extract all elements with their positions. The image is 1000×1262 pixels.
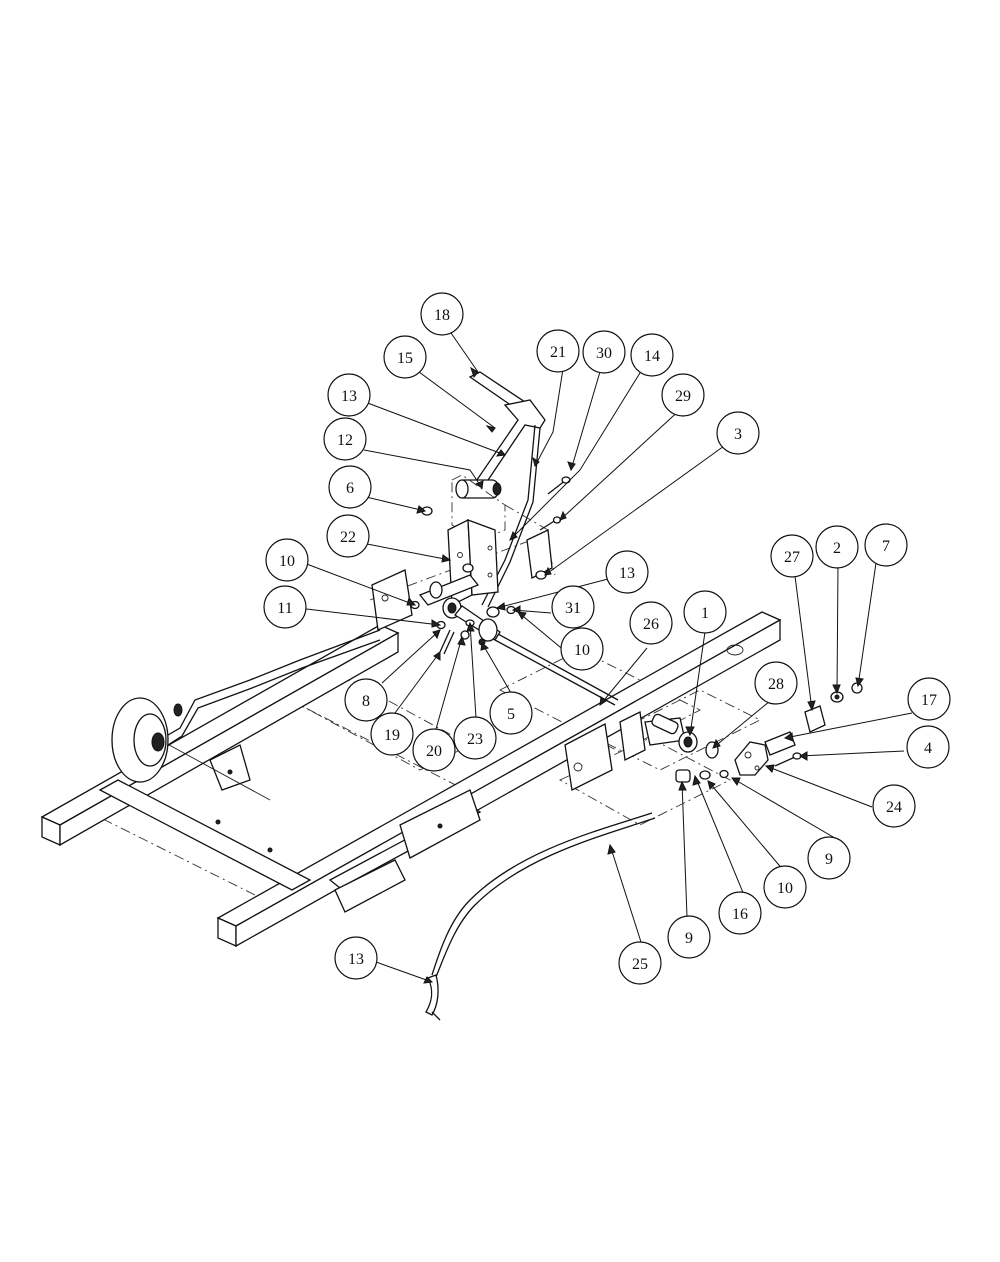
callout-25[interactable]: 25 bbox=[618, 941, 662, 985]
svg-text:28: 28 bbox=[768, 676, 784, 693]
svg-text:10: 10 bbox=[777, 880, 793, 897]
svg-text:5: 5 bbox=[507, 706, 515, 723]
callout-10-left[interactable]: 10 bbox=[265, 538, 309, 582]
svg-text:17: 17 bbox=[921, 692, 937, 709]
callout-18[interactable]: 18 bbox=[420, 292, 464, 336]
callout-13-mid[interactable]: 13 bbox=[605, 550, 649, 594]
callout-19[interactable]: 19 bbox=[370, 712, 414, 756]
callout-21[interactable]: 21 bbox=[536, 329, 580, 373]
callout-28[interactable]: 28 bbox=[754, 661, 798, 705]
svg-text:20: 20 bbox=[426, 743, 442, 760]
callout-16[interactable]: 16 bbox=[718, 891, 762, 935]
svg-text:9: 9 bbox=[825, 851, 833, 868]
svg-text:30: 30 bbox=[596, 345, 612, 362]
callout-13-top[interactable]: 13 bbox=[327, 373, 371, 417]
callout-balloons: 18 15 21 30 14 13 29 12 3 6 22 13 10 31 … bbox=[263, 292, 951, 985]
callout-17[interactable]: 17 bbox=[907, 677, 951, 721]
callout-2[interactable]: 2 bbox=[815, 525, 859, 569]
callout-15[interactable]: 15 bbox=[383, 335, 427, 379]
callout-13-bottom[interactable]: 13 bbox=[334, 936, 378, 980]
svg-text:31: 31 bbox=[565, 600, 581, 617]
right-bracket-plates bbox=[564, 711, 686, 791]
callout-30[interactable]: 30 bbox=[582, 330, 626, 374]
callout-31[interactable]: 31 bbox=[551, 585, 595, 629]
svg-text:19: 19 bbox=[384, 727, 400, 744]
callout-4[interactable]: 4 bbox=[906, 725, 950, 769]
svg-text:3: 3 bbox=[734, 426, 742, 443]
svg-text:22: 22 bbox=[340, 529, 356, 546]
callout-9-right[interactable]: 9 bbox=[807, 836, 851, 880]
svg-text:13: 13 bbox=[341, 388, 357, 405]
svg-text:6: 6 bbox=[346, 480, 354, 497]
svg-text:13: 13 bbox=[619, 565, 635, 582]
svg-text:4: 4 bbox=[924, 740, 932, 757]
svg-text:2: 2 bbox=[833, 540, 841, 557]
svg-text:15: 15 bbox=[397, 350, 413, 367]
callout-1[interactable]: 1 bbox=[683, 590, 727, 634]
svg-text:27: 27 bbox=[784, 549, 800, 566]
leader-lines bbox=[297, 332, 913, 983]
svg-text:13: 13 bbox=[348, 951, 364, 968]
callout-11[interactable]: 11 bbox=[263, 585, 307, 629]
svg-text:23: 23 bbox=[467, 731, 483, 748]
left-bracket-plate bbox=[371, 569, 413, 631]
callout-6[interactable]: 6 bbox=[328, 465, 372, 509]
svg-text:10: 10 bbox=[574, 642, 590, 659]
svg-text:25: 25 bbox=[632, 956, 648, 973]
callout-10-right[interactable]: 10 bbox=[763, 865, 807, 909]
pedal-assembly bbox=[410, 371, 619, 706]
wheel-hub bbox=[111, 629, 381, 783]
brake-cable bbox=[425, 812, 656, 1021]
svg-text:14: 14 bbox=[644, 348, 660, 365]
svg-text:21: 21 bbox=[550, 344, 566, 361]
callout-24[interactable]: 24 bbox=[872, 784, 916, 828]
svg-text:16: 16 bbox=[732, 906, 748, 923]
callout-14[interactable]: 14 bbox=[630, 333, 674, 377]
svg-text:29: 29 bbox=[675, 388, 691, 405]
callout-9-left[interactable]: 9 bbox=[667, 915, 711, 959]
frame-cross-members bbox=[98, 739, 482, 913]
svg-text:18: 18 bbox=[434, 307, 450, 324]
callout-3[interactable]: 3 bbox=[716, 411, 760, 455]
callout-8[interactable]: 8 bbox=[344, 678, 388, 722]
callout-20[interactable]: 20 bbox=[412, 728, 456, 772]
frame-rail-left bbox=[40, 624, 400, 847]
callout-12[interactable]: 12 bbox=[323, 417, 367, 461]
callout-7[interactable]: 7 bbox=[864, 523, 908, 567]
callout-26[interactable]: 26 bbox=[629, 601, 673, 645]
callout-10-mid[interactable]: 10 bbox=[560, 627, 604, 671]
svg-text:11: 11 bbox=[277, 600, 292, 617]
callout-22[interactable]: 22 bbox=[326, 514, 370, 558]
callout-23[interactable]: 23 bbox=[453, 716, 497, 760]
svg-text:12: 12 bbox=[337, 432, 353, 449]
svg-text:26: 26 bbox=[643, 616, 659, 633]
svg-text:7: 7 bbox=[882, 538, 890, 555]
callout-29[interactable]: 29 bbox=[661, 373, 705, 417]
svg-text:24: 24 bbox=[886, 799, 902, 816]
svg-text:9: 9 bbox=[685, 930, 693, 947]
svg-text:8: 8 bbox=[362, 693, 370, 710]
callout-5[interactable]: 5 bbox=[489, 691, 533, 735]
svg-text:10: 10 bbox=[279, 553, 295, 570]
svg-text:1: 1 bbox=[701, 605, 709, 622]
callout-27[interactable]: 27 bbox=[770, 534, 814, 578]
leader-arrowheads bbox=[406, 366, 864, 984]
